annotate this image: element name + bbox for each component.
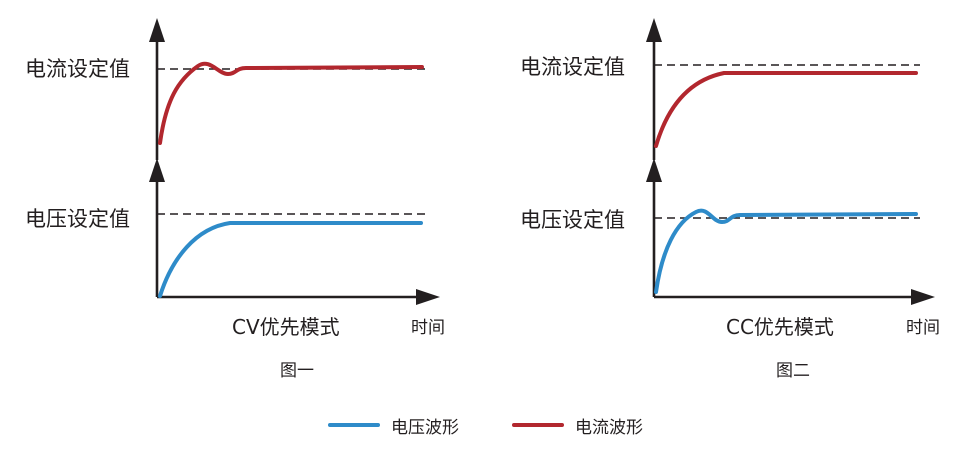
legend-voltage-label: 电压波形	[391, 418, 459, 438]
current-axis-1	[149, 18, 165, 160]
figure-caption: 图二	[776, 361, 810, 381]
voltage-y-axis-arrow-icon	[149, 158, 165, 182]
panel-cc	[646, 18, 935, 305]
current-y-axis-arrow-icon	[149, 18, 165, 42]
panel-cv	[149, 18, 440, 305]
voltage-setpoint-label: 电压设定值	[520, 208, 625, 232]
time-x-axis-arrow-icon	[911, 289, 935, 305]
voltage-waveform	[158, 221, 423, 298]
current-axis-2	[646, 18, 662, 160]
mode-label: CV优先模式	[232, 315, 340, 339]
voltage-waveform	[654, 208, 918, 294]
time-axis-label: 时间	[411, 318, 445, 338]
voltage-axis-1	[149, 158, 440, 305]
figure-caption: 图一	[280, 361, 314, 381]
voltage-axis-2	[646, 158, 935, 305]
current-setpoint-label: 电流设定值	[520, 55, 625, 79]
current-waveform	[654, 71, 918, 148]
current-setpoint-label: 电流设定值	[25, 57, 130, 81]
time-axis-label: 时间	[906, 318, 940, 338]
voltage-y-axis-arrow-icon	[646, 158, 662, 182]
current-y-axis-arrow-icon	[646, 18, 662, 42]
mode-label: CC优先模式	[726, 315, 834, 339]
legend-current-label: 电流波形	[575, 418, 643, 438]
voltage-setpoint-label: 电压设定值	[25, 207, 130, 231]
current-waveform	[158, 61, 424, 145]
time-x-axis-arrow-icon	[416, 289, 440, 305]
